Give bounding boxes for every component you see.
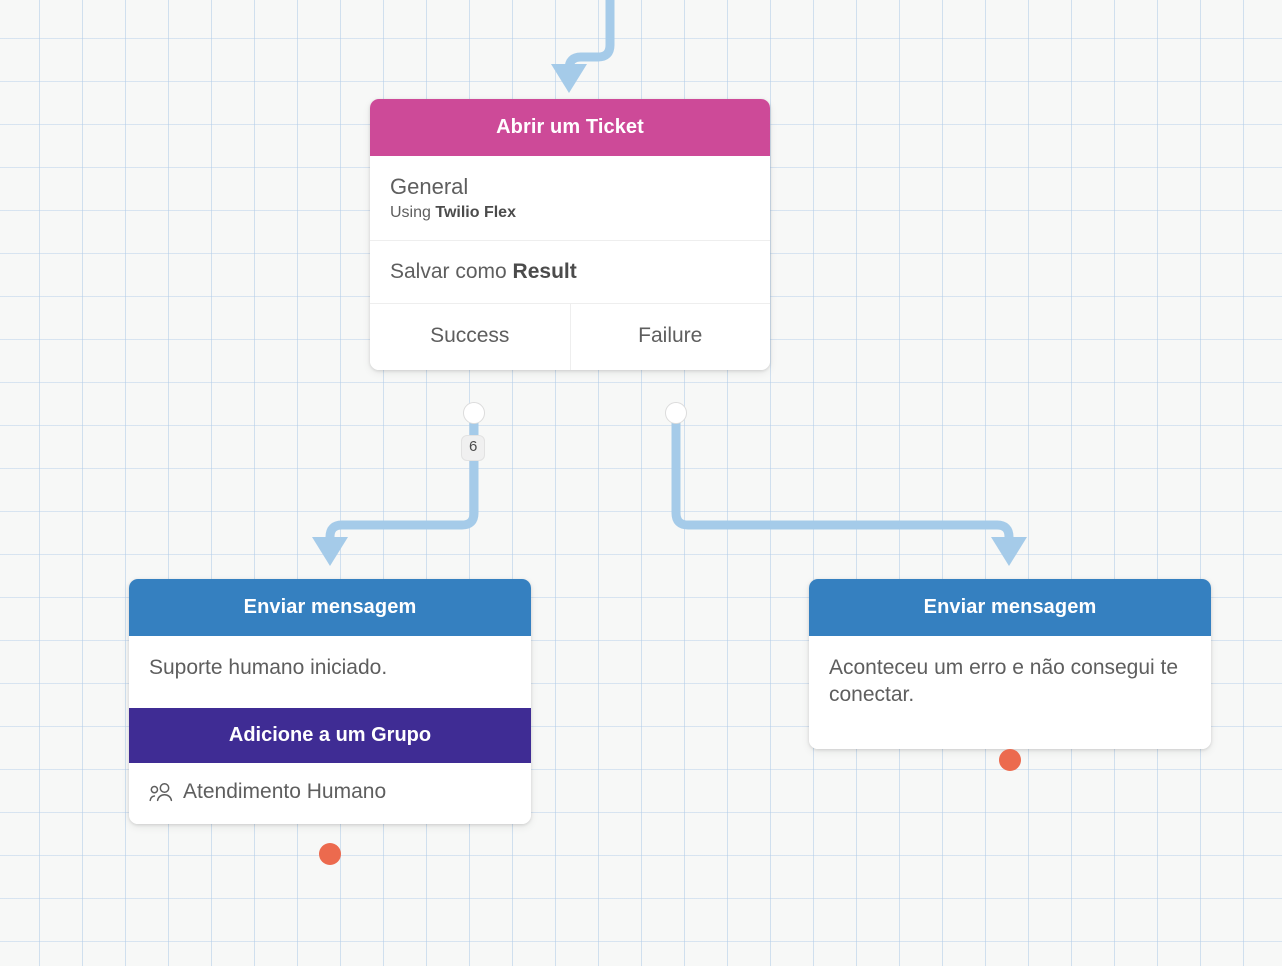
save-as-prefix: Salvar como xyxy=(390,260,513,284)
port-failure[interactable] xyxy=(665,402,687,424)
node-header-abrir-um-ticket: Abrir um Ticket xyxy=(370,99,770,156)
node-header-enviar-mensagem-sucesso: Enviar mensagem xyxy=(129,579,531,636)
port-success[interactable] xyxy=(463,402,485,424)
people-icon xyxy=(149,782,174,802)
node-header-enviar-mensagem-falha: Enviar mensagem xyxy=(809,579,1211,636)
band-adicione-a-um-grupo[interactable]: Adicione a um Grupo xyxy=(129,707,531,763)
wire-success-to-message xyxy=(312,409,479,566)
node-enviar-mensagem-falha[interactable]: Enviar mensagem Aconteceu um erro e não … xyxy=(809,579,1211,771)
badge-success-count[interactable]: 6 xyxy=(461,435,486,461)
node-section-general[interactable]: General Using Twilio Flex xyxy=(370,156,770,240)
node-section-save-as[interactable]: Salvar como Result xyxy=(370,240,770,303)
end-dot-falha[interactable] xyxy=(999,749,1021,771)
group-label: Atendimento Humano xyxy=(183,779,387,803)
end-dot-sucesso[interactable] xyxy=(319,843,341,865)
group-row-atendimento-humano[interactable]: Atendimento Humano xyxy=(129,763,531,824)
section-general-using-prefix: Using xyxy=(390,203,436,221)
wire-failure-to-message xyxy=(671,409,1027,566)
section-general-subtitle: Using Twilio Flex xyxy=(390,203,750,223)
node-abrir-um-ticket[interactable]: Abrir um Ticket General Using Twilio Fle… xyxy=(370,99,771,461)
message-body-sucesso[interactable]: Suporte humano iniciado. xyxy=(149,656,388,679)
wire-incoming-to-open-ticket xyxy=(551,0,615,93)
message-body-falha[interactable]: Aconteceu um erro e não consegui te cone… xyxy=(829,656,1179,706)
section-general-title: General xyxy=(390,174,469,199)
section-general-using-value: Twilio Flex xyxy=(435,203,516,221)
save-as-variable: Result xyxy=(512,260,577,284)
branch-failure[interactable]: Failure xyxy=(569,303,771,370)
node-branch-row: Success Failure xyxy=(370,302,771,370)
node-enviar-mensagem-sucesso[interactable]: Enviar mensagem Suporte humano iniciado.… xyxy=(129,579,531,865)
branch-success[interactable]: Success xyxy=(430,323,510,347)
